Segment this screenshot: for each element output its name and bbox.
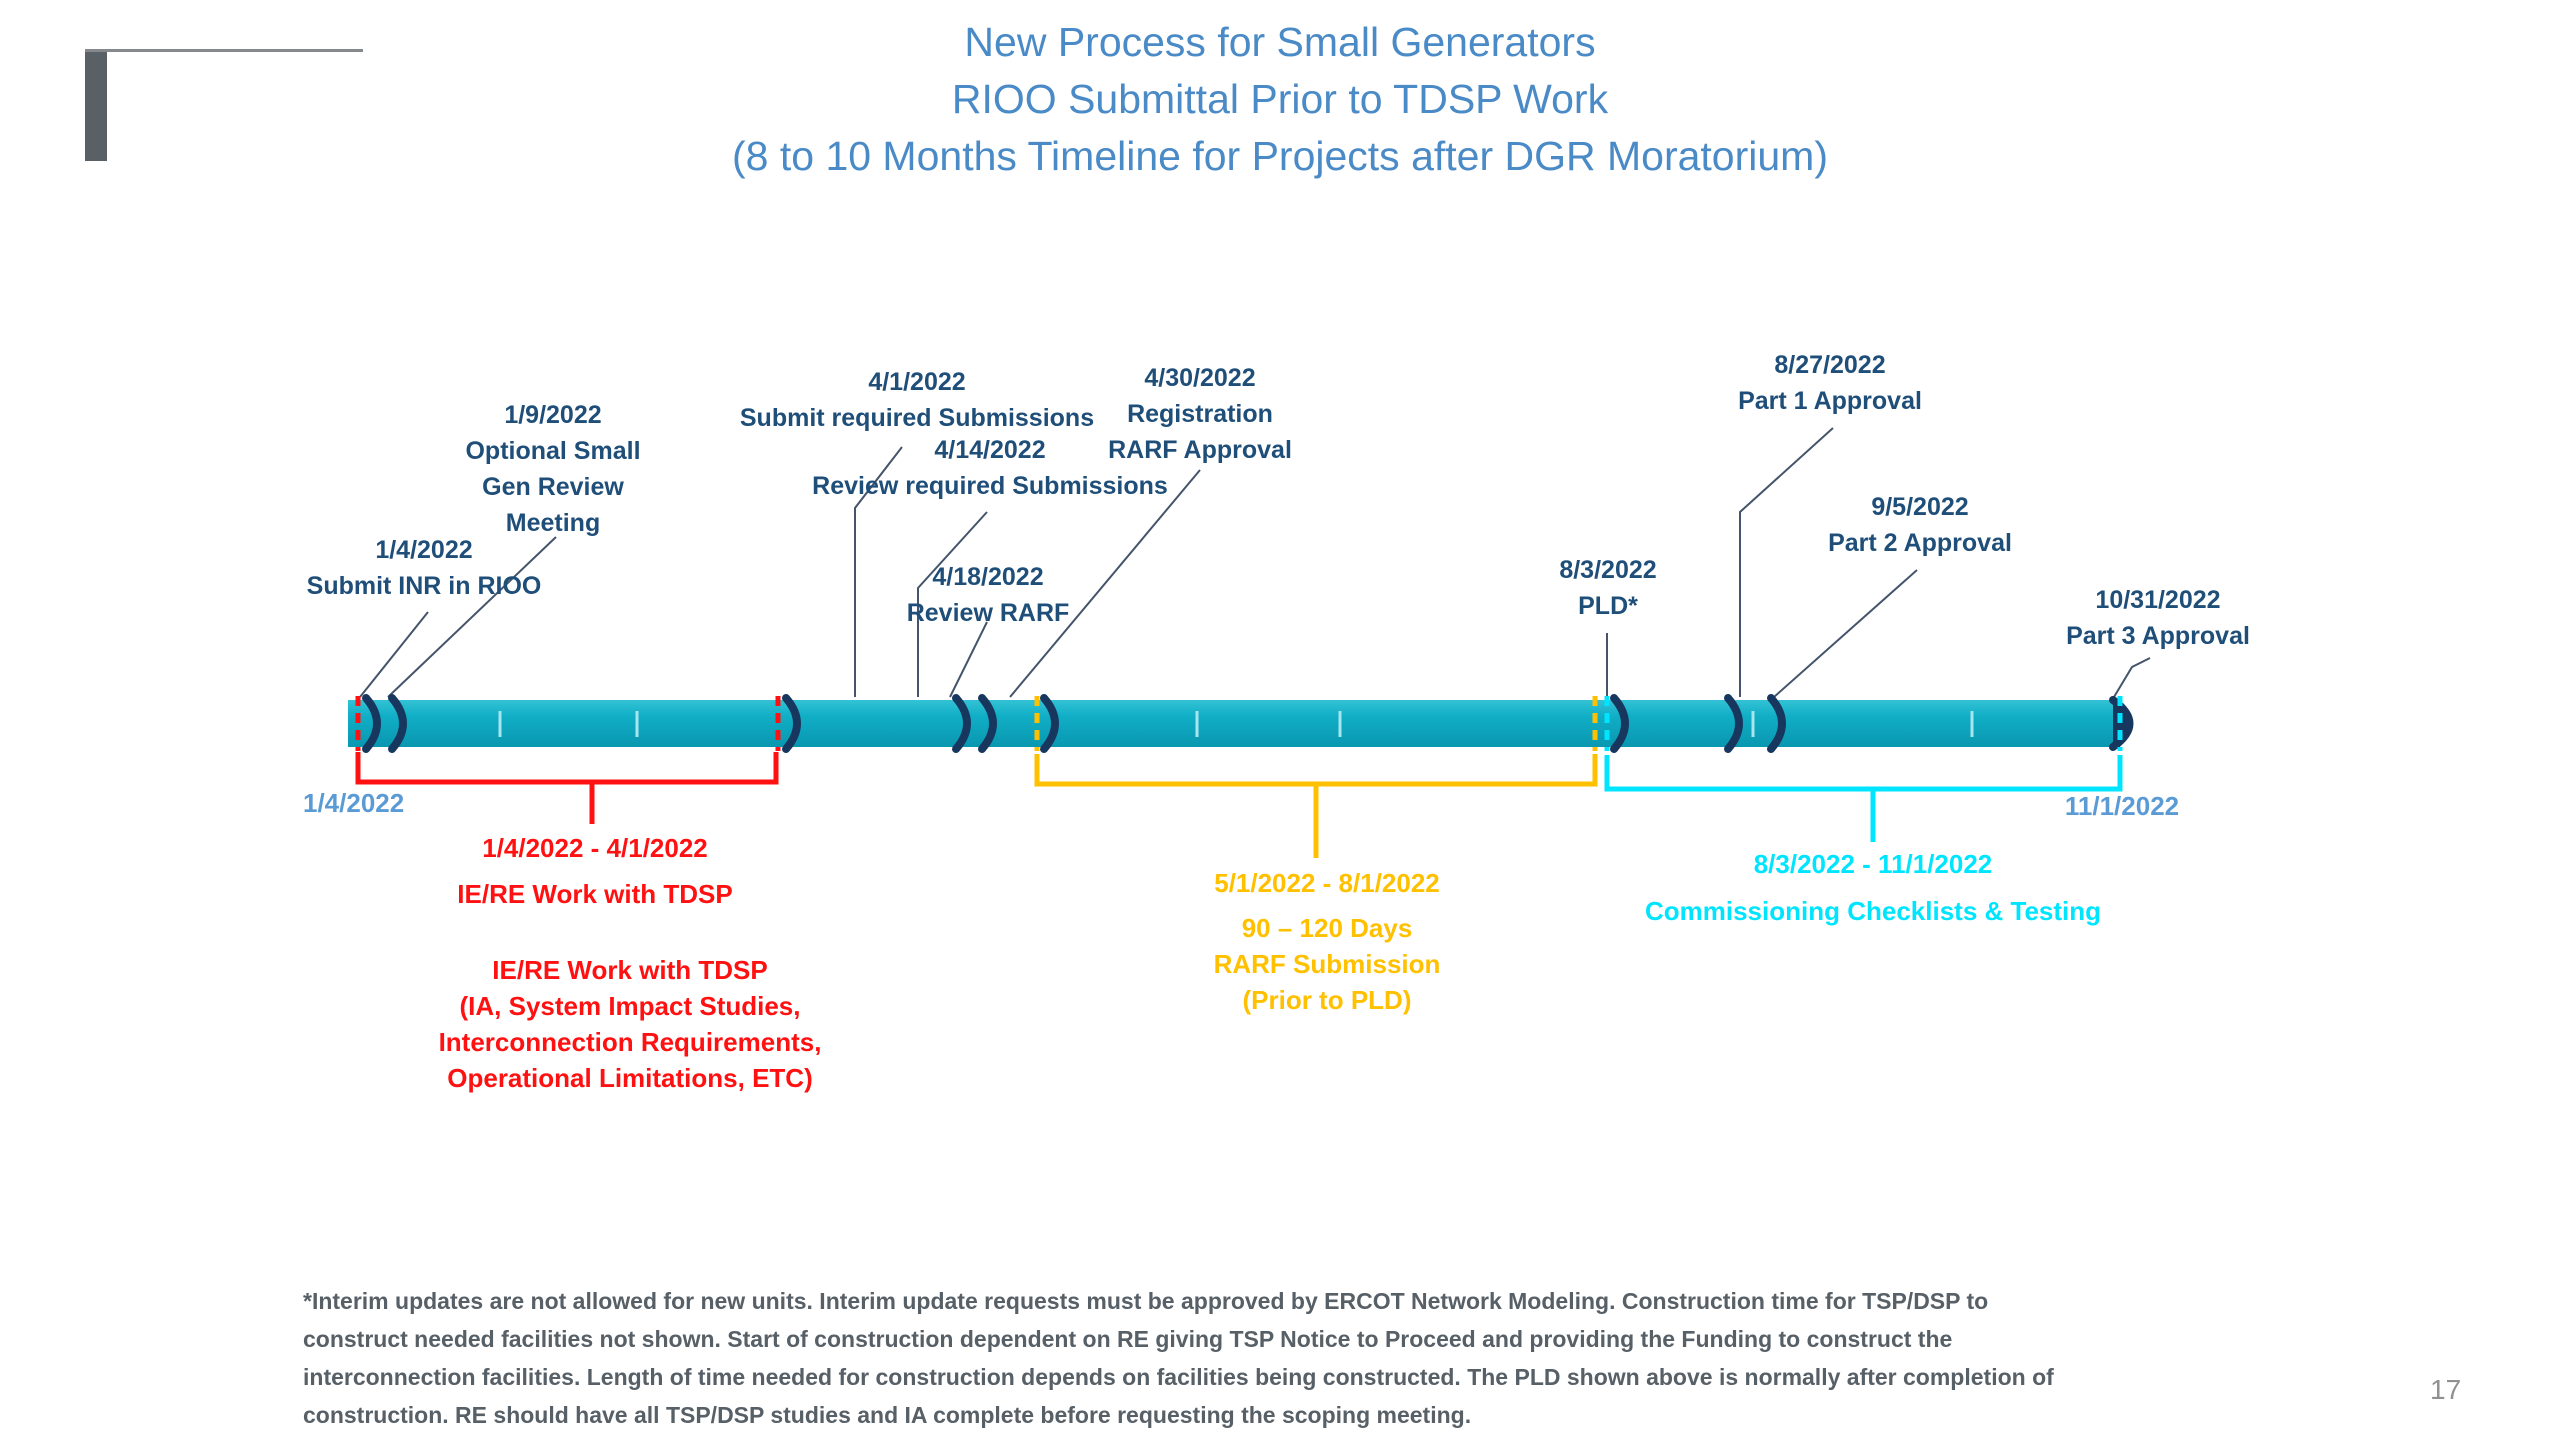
page-number: 17	[2430, 1374, 2462, 1405]
footnote-line: *Interim updates are not allowed for new…	[303, 1288, 1989, 1314]
orange-phase-details: 90 – 120 Days RARF Submission (Prior to …	[1214, 910, 1441, 1018]
milestone-date: 4/14/2022	[934, 436, 1046, 464]
title-line-1: New Process for Small Generators	[964, 19, 1596, 65]
milestone-label: Part 3 Approval	[2066, 622, 2250, 650]
milestone-8-27-part1: 8/27/2022 Part 1 Approval	[1738, 347, 1922, 419]
milestone-label: Meeting	[505, 509, 601, 537]
milestone-label: Submit INR in RIOO	[306, 572, 542, 600]
milestone-4-1-submit-submissions: 4/1/2022 Submit required Submissions	[740, 364, 1094, 436]
red-phase-details: IE/RE Work with TDSP (IA, System Impact …	[439, 952, 822, 1096]
milestone-1-9-optional-meeting: 1/9/2022 Optional Small Gen Review Meeti…	[465, 397, 640, 541]
red-phase-detail-line: Interconnection Requirements,	[438, 1027, 822, 1057]
cyan-dashed-markers	[1604, 696, 2123, 751]
milestone-label: Part 2 Approval	[1828, 529, 2012, 557]
milestone-4-30-rarf-approval: 4/30/2022 Registration RARF Approval	[1108, 360, 1292, 468]
milestone-markers	[362, 694, 1786, 753]
milestone-label: Gen Review	[482, 473, 624, 501]
milestone-date: 4/1/2022	[868, 368, 966, 396]
milestone-date: 8/3/2022	[1559, 556, 1657, 584]
milestone-date: 4/30/2022	[1144, 364, 1256, 392]
cyan-phase-bracket	[1604, 755, 2123, 842]
orange-phase-range: 5/1/2022 - 8/1/2022	[1214, 868, 1440, 898]
red-phase-detail-line: IE/RE Work with TDSP	[492, 955, 768, 985]
timeline-bar	[348, 696, 2134, 751]
red-dashed-markers	[355, 696, 781, 751]
milestone-date: 9/5/2022	[1871, 493, 1969, 521]
footnote-line: interconnection facilities. Length of ti…	[303, 1364, 2054, 1390]
milestone-4-14-review-submissions: 4/14/2022 Review required Submissions	[812, 432, 1168, 504]
red-phase-detail-line: (IA, System Impact Studies,	[459, 991, 801, 1021]
orange-phase-bracket	[1034, 754, 1598, 858]
milestone-label: RARF Approval	[1108, 436, 1292, 464]
milestone-label: Optional Small	[465, 437, 641, 465]
milestone-label: PLD*	[1578, 592, 1638, 620]
footnote: *Interim updates are not allowed for new…	[303, 1282, 2054, 1434]
milestone-label: Registration	[1127, 400, 1273, 428]
milestone-date: 8/27/2022	[1774, 351, 1886, 379]
milestone-date: 10/31/2022	[2095, 586, 2221, 614]
red-phase-bracket	[355, 752, 779, 824]
slide-title: New Process for Small Generators RIOO Su…	[732, 14, 1828, 185]
title-line-3: (8 to 10 Months Timeline for Projects af…	[732, 133, 1828, 179]
footnote-line: construct needed facilities not shown. S…	[303, 1326, 1953, 1352]
timeline-end-label: 11/1/2022	[2064, 791, 2180, 821]
footnote-line: construction. RE should have all TSP/DSP…	[303, 1402, 1472, 1428]
orange-phase-line: RARF Submission	[1213, 949, 1441, 979]
timeline-start-label: 1/4/2022	[303, 788, 405, 818]
leader-lines	[359, 427, 2151, 698]
corner-accent-bar	[85, 49, 107, 161]
red-phase-range: 1/4/2022 - 4/1/2022	[482, 833, 708, 863]
month-ticks	[498, 711, 1974, 737]
red-phase-detail-line: Operational Limitations, ETC)	[447, 1063, 813, 1093]
cyan-phase-range: 8/3/2022 - 11/1/2022	[1753, 849, 1993, 879]
milestone-label: Part 1 Approval	[1738, 387, 1922, 415]
milestone-1-4-submit-inr: 1/4/2022 Submit INR in RIOO	[307, 532, 542, 604]
milestone-label: Submit required Submissions	[739, 404, 1095, 432]
title-line-2: RIOO Submittal Prior to TDSP Work	[951, 76, 1609, 122]
milestone-label: Review required Submissions	[812, 472, 1168, 500]
milestone-date: 1/9/2022	[504, 401, 602, 429]
milestone-9-5-part2: 9/5/2022 Part 2 Approval	[1828, 489, 2012, 561]
cyan-phase-title: Commissioning Checklists & Testing	[1644, 896, 2102, 926]
amber-dashed-markers	[1034, 696, 1598, 751]
milestone-label: Review RARF	[906, 599, 1070, 627]
orange-phase-line: (Prior to PLD)	[1242, 985, 1412, 1015]
orange-phase-line: 90 – 120 Days	[1241, 913, 1413, 943]
milestone-8-3-pld: 8/3/2022 PLD*	[1559, 552, 1656, 624]
corner-accent-line	[85, 49, 363, 52]
milestone-date: 1/4/2022	[375, 536, 473, 564]
milestone-10-31-part3: 10/31/2022 Part 3 Approval	[2066, 582, 2250, 654]
milestone-4-18-review-rarf: 4/18/2022 Review RARF	[907, 559, 1070, 631]
red-phase-title: IE/RE Work with TDSP	[457, 879, 733, 909]
milestone-date: 4/18/2022	[932, 563, 1044, 591]
